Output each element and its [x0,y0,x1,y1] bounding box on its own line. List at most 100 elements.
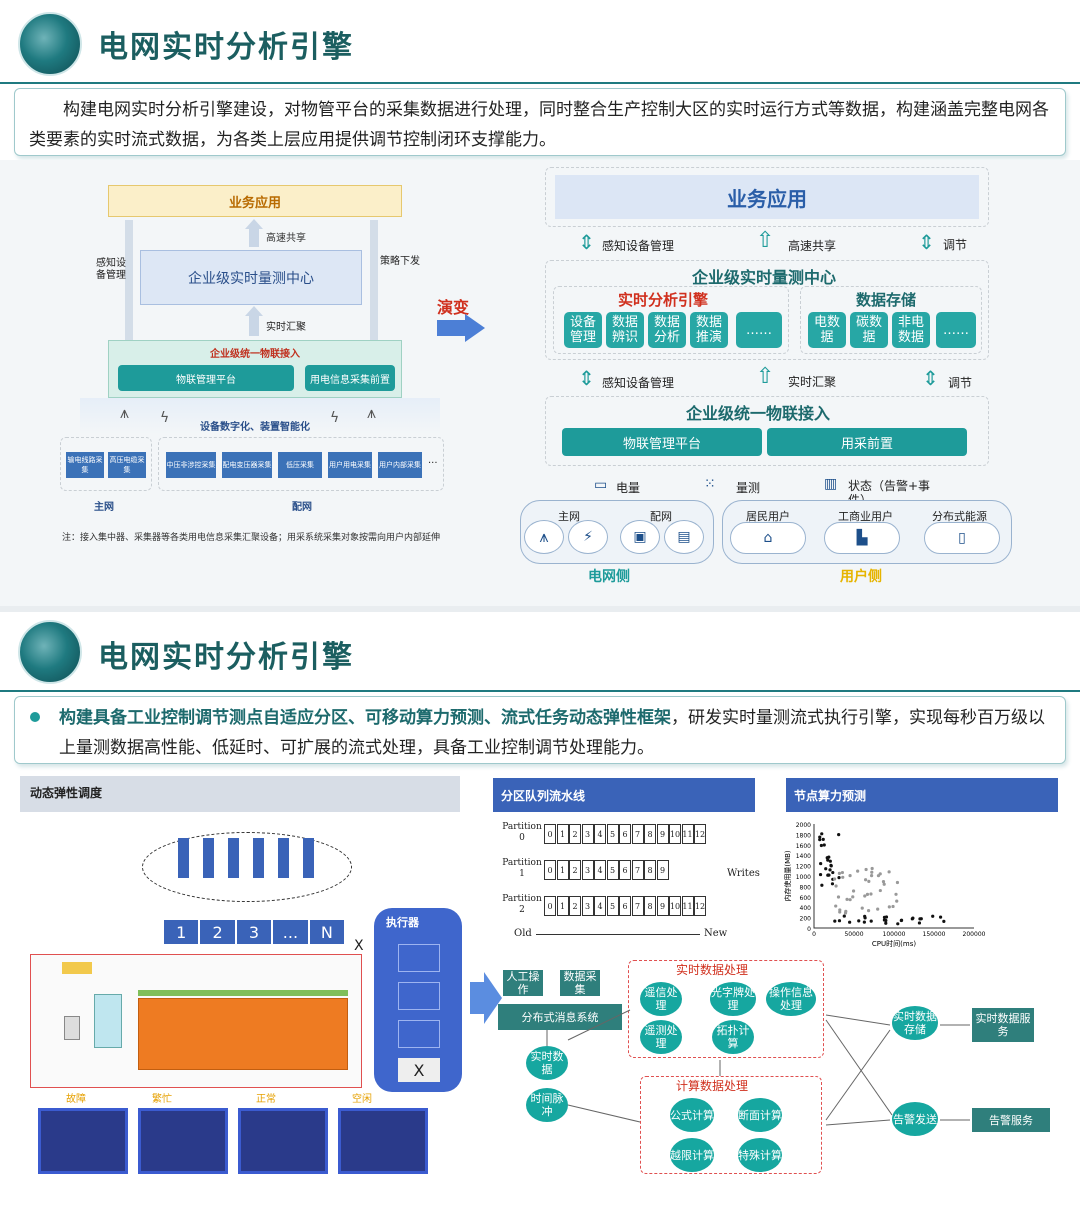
rt-item: 光字牌处理 [710,982,756,1016]
right-user-side: 用户侧 [840,569,882,585]
queue-cell: 3 [236,920,272,944]
new-label: New [704,928,728,939]
right-dist-grid: 配网 [650,510,672,523]
right-storage-item: 非电数据 [892,312,930,348]
right-storage-item: 碳数据 [850,312,888,348]
scatter-point [819,861,823,866]
left-base-fan [80,398,440,434]
partition-cell: 4 [594,824,606,844]
scatter-point [881,880,886,884]
slide-separator [0,606,1080,612]
flow-rt-store: 实时数据存储 [892,1006,938,1040]
left-realtime-gather: 实时汇聚 [266,322,306,333]
scatter-point [862,920,866,924]
grid-dots-icon: ⁙ [704,476,716,492]
scatter-point [876,874,881,878]
partition-cell: 3 [581,860,594,880]
right-engine-item: …… [736,312,782,348]
server-label: 正常 [256,1094,276,1105]
scatter-point [851,895,855,899]
stream-bar [178,838,189,878]
left-up-arrow2-stem [249,316,259,336]
scatter-point [876,907,880,911]
scatter-point [822,843,826,847]
scatter-point [838,908,842,912]
scatter-point [828,859,832,863]
evolve-arrow-stem [437,320,467,336]
intro-rest: ，研发实时量测流式执行引擎，实现每秒百万级以上量测数据高性能、低延时、可扩展的流… [59,708,1045,758]
scatter-axes [813,824,974,929]
rt-item: 拓扑计算 [712,1020,754,1054]
right-iot-access: 企业级统一物联接入 [686,404,831,423]
left-dist-grid-label: 配网 [292,502,312,513]
battery-icon: ▯ [924,522,1000,554]
flow-rt-proc: 实时数据处理 [676,963,749,977]
x-axis-label: CPU时间(ms) [872,939,916,948]
partition-cell: 0 [544,896,556,916]
partition-cell: 5 [606,824,619,844]
right-main-grid: 主网 [558,510,580,523]
right-arrow-gather: ⇧ [756,364,775,389]
scatter-point [820,832,824,836]
left-policy-bar [370,220,378,340]
right-high-share: 高速共享 [788,239,837,253]
partition-cell: 1 [556,896,569,916]
partition-cell: 12 [694,824,706,844]
partition-cell: 2 [569,824,581,844]
panel2-title: 分区队列流水线 [501,788,586,803]
scatter-point [820,883,824,887]
scatter-point [824,867,828,871]
partition-cell: 6 [619,896,631,916]
flow-rt-service: 实时数据服务 [972,1008,1034,1042]
left-main-group [60,437,152,491]
partition-cell: 9 [656,824,669,844]
flow-alarm-send: 告警发送 [892,1102,938,1136]
right-business-app: 业务应用 [555,175,979,219]
scatter-point [917,921,922,925]
left-dist-item: 用户内部采集 [378,452,422,478]
right-business: 工商业用户 [838,510,893,523]
left-dist-group [158,437,444,491]
scatter-point [848,898,852,902]
scatter-point [942,919,946,924]
meter-icon: ▭ [594,477,608,493]
executor-slot-x: X [398,1058,440,1082]
right-sense-mgmt2: 感知设备管理 [602,376,675,390]
lightning-icon-2: ϟ [330,410,340,426]
scatter-point [863,914,867,918]
scatter-point [911,916,915,920]
yellow-tag [62,962,92,974]
right-adjust: 调节 [943,238,968,252]
y-tick-label: 1200 [796,864,811,871]
flow-mq: 分布式消息系统 [498,1004,622,1030]
rt-item: 遥测处理 [640,1020,682,1054]
flow-manual: 人工操作 [503,970,543,996]
y-tick-label: 1000 [796,874,811,881]
scatter-point [818,872,823,877]
bar-icon: ▥ [824,476,838,492]
right-resident: 居民用户 [746,510,790,523]
panel2-header: 分区队列流水线 [493,778,755,812]
partition-cell: 3 [581,896,594,916]
left-up-arrow-stem [249,229,259,247]
scatter-point [832,877,837,881]
writes-label: Writes [727,868,760,879]
scatter-point [918,917,922,921]
right-engine-item: 数据辨识 [606,312,644,348]
stream-bar [228,838,239,878]
slide2-title: 电网实时分析引擎 [98,640,354,675]
right-center: 企业级实时量测中心 [692,268,837,287]
partition-cell: 8 [644,824,656,844]
flow-collect: 数据采集 [560,970,600,996]
rt-proc-box [628,960,824,1058]
y-tick-label: 600 [800,895,812,902]
tower-icon-2: ⩚ [367,403,377,422]
x-tick-label: 0 [812,931,816,938]
right-power-front: 用采前置 [767,428,967,456]
flow-arrow-stem [470,982,486,1014]
partition-cell: 1 [556,824,569,844]
right-arrow-sense2: ⇕ [578,366,595,390]
y-tick-label: 1400 [796,853,811,860]
scatter-point [848,920,852,924]
x-tick-label: 100000 [883,931,906,938]
